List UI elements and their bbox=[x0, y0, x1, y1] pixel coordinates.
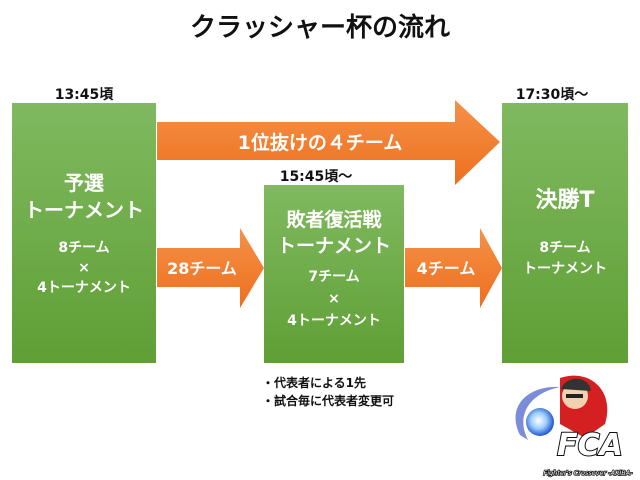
stage-qualifier-detail: 8チーム bbox=[58, 240, 109, 256]
arrow-to-final-label: 4チーム bbox=[417, 259, 476, 278]
stage-repechage-box: 敗者復活戦 トーナメント 7チーム × 4トーナメント bbox=[264, 185, 404, 363]
logo-text: FCA bbox=[557, 428, 623, 463]
note-1: ・代表者による1先 bbox=[262, 375, 366, 390]
stage-final-box: 決勝T 8チーム トーナメント bbox=[502, 103, 628, 363]
arrow-to-final: 4チーム bbox=[405, 228, 502, 308]
stage-qualifier-time: 13:45頃 bbox=[55, 87, 115, 103]
stage-final-time: 17:30頃～ bbox=[516, 87, 589, 103]
stage-final-detail-2: トーナメント bbox=[523, 261, 607, 277]
stage-repechage-time: 15:45頃～ bbox=[280, 169, 353, 185]
page-title: クラッシャー杯の流れ bbox=[190, 13, 450, 43]
stage-qualifier-detail-2: × bbox=[78, 260, 90, 276]
logo-subtitle: Fighter's Crossover -AKIBA- bbox=[544, 469, 634, 477]
stage-repechage-title: 敗者復活戦 bbox=[286, 208, 381, 231]
stage-final-detail: 8チーム bbox=[539, 240, 590, 256]
stage-qualifier-box: 予選 トーナメント 8チーム × 4トーナメント bbox=[12, 103, 156, 363]
stage-final-title: 決勝T bbox=[535, 188, 594, 213]
stage-qualifier-detail-3: 4トーナメント bbox=[37, 280, 131, 296]
arrow-top-label: 1位抜けの４チーム bbox=[238, 131, 403, 154]
fca-logo: FCA Fighter's Crossover -AKIBA- bbox=[515, 375, 634, 478]
stage-qualifier-title-2: トーナメント bbox=[24, 198, 144, 222]
stage-repechage-detail-2: × bbox=[328, 291, 340, 307]
arrow-to-repechage-label: 28チーム bbox=[167, 259, 237, 278]
stage-repechage-detail-3: 4トーナメント bbox=[287, 313, 381, 329]
arrow-top-first-place: 1位抜けの４チーム bbox=[157, 100, 500, 185]
note-2: ・試合毎に代表者変更可 bbox=[262, 393, 394, 408]
arrow-to-repechage: 28チーム bbox=[157, 228, 264, 308]
stage-repechage-title-2: トーナメント bbox=[277, 235, 391, 257]
stage-repechage-detail: 7チーム bbox=[308, 269, 359, 285]
stage-qualifier-title: 予選 bbox=[64, 171, 104, 195]
